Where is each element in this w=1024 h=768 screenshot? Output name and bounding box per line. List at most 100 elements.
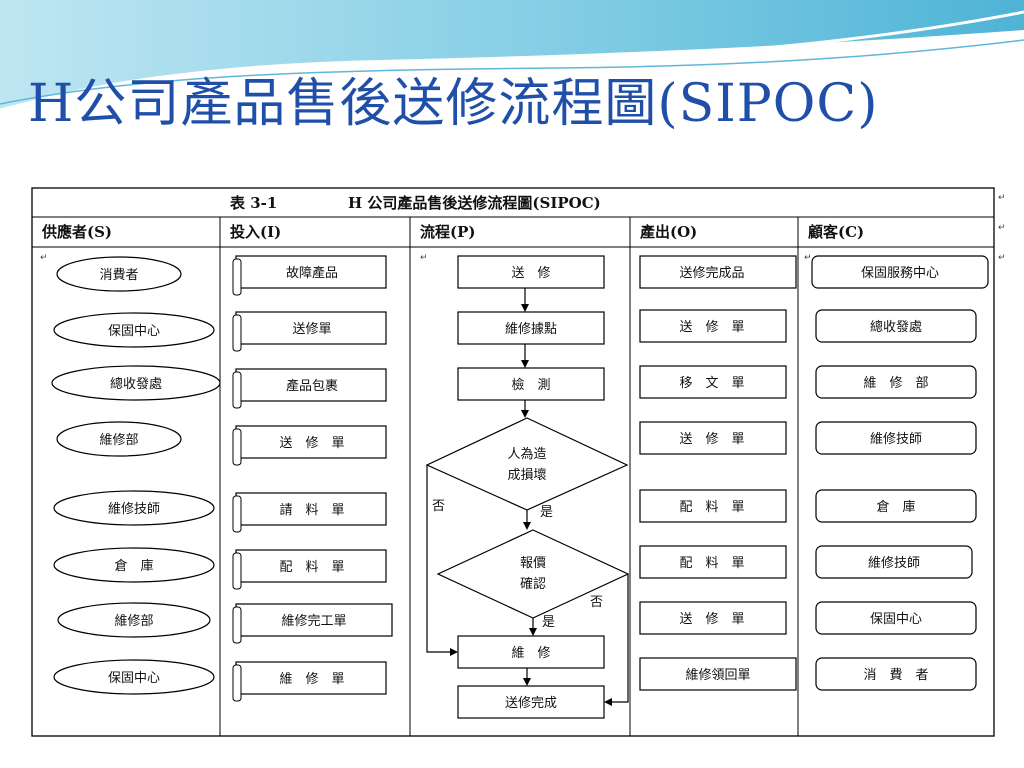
supplier-item: 維修部 xyxy=(57,602,211,638)
customer-item: 保固服務中心 xyxy=(811,255,989,289)
input-item: 維修完工單 xyxy=(232,603,393,644)
svg-text:確認: 確認 xyxy=(520,576,546,592)
return-mark: ↵ xyxy=(804,253,812,263)
svg-text:送修完成品: 送修完成品 xyxy=(679,266,744,281)
header-customers: 顧客(C) xyxy=(808,223,864,241)
slide-header-decoration xyxy=(0,0,1024,112)
process-step: 送 修 xyxy=(457,255,605,289)
svg-text:維修技師: 維修技師 xyxy=(870,432,922,447)
supplier-item: 總收發處 xyxy=(51,365,221,401)
output-item: 配 料 單 xyxy=(639,489,787,523)
svg-text:送 修 單: 送 修 單 xyxy=(679,612,744,627)
svg-text:成損壞: 成損壞 xyxy=(507,468,546,483)
header-outputs: 產出(O) xyxy=(639,223,697,241)
header-inputs: 投入(I) xyxy=(230,223,281,241)
svg-text:送 修 單: 送 修 單 xyxy=(679,320,744,335)
supplier-item: 倉 庫 xyxy=(53,547,215,583)
svg-text:維修完工單: 維修完工單 xyxy=(281,614,346,629)
supplier-item: 保固中心 xyxy=(53,312,215,348)
input-item: 故障產品 xyxy=(232,255,387,296)
svg-text:消費者: 消費者 xyxy=(99,268,138,283)
header-suppliers: 供應者(S) xyxy=(41,223,112,241)
supplier-item: 維修技師 xyxy=(53,490,215,526)
decision-quote-no: 否 xyxy=(590,595,603,610)
svg-text:維 修 單: 維 修 單 xyxy=(279,672,344,687)
svg-text:維修技師: 維修技師 xyxy=(108,502,160,517)
svg-text:報價: 報價 xyxy=(520,556,546,571)
return-mark: ↵ xyxy=(998,193,1006,203)
output-item: 維修領回單 xyxy=(639,657,797,691)
process-step: 維修據點 xyxy=(457,311,605,345)
svg-text:維 修: 維 修 xyxy=(511,646,550,661)
svg-text:維修據點: 維修據點 xyxy=(505,322,557,337)
customer-item: 倉 庫 xyxy=(815,489,977,523)
return-mark: ↵ xyxy=(998,223,1006,233)
output-item: 送修完成品 xyxy=(639,255,797,289)
svg-text:保固服務中心: 保固服務中心 xyxy=(861,266,939,281)
return-mark: ↵ xyxy=(40,253,48,263)
slide-title: H公司產品售後送修流程圖(SIPOC) xyxy=(28,74,879,134)
svg-text:總收發處: 總收發處 xyxy=(110,376,162,392)
svg-text:移 文 單: 移 文 單 xyxy=(679,376,744,391)
output-item: 移 文 單 xyxy=(639,365,787,399)
customer-item: 維修技師 xyxy=(815,421,977,455)
svg-text:檢 測: 檢 測 xyxy=(511,377,550,393)
output-item: 送 修 單 xyxy=(639,309,787,343)
svg-text:倉 庫: 倉 庫 xyxy=(114,559,153,574)
svg-text:送修單: 送修單 xyxy=(292,322,331,337)
svg-text:人為造: 人為造 xyxy=(507,446,546,462)
supplier-item: 維修部 xyxy=(56,421,182,457)
svg-text:配 料 單: 配 料 單 xyxy=(679,500,744,515)
svg-text:倉 庫: 倉 庫 xyxy=(876,500,915,515)
return-mark: ↵ xyxy=(420,253,428,263)
svg-text:配 料 單: 配 料 單 xyxy=(279,560,344,575)
svg-text:請 料 單: 請 料 單 xyxy=(279,503,344,518)
process-step: 檢 測 xyxy=(457,367,605,401)
svg-text:維修領回單: 維修領回單 xyxy=(685,667,750,683)
supplier-item: 消費者 xyxy=(56,256,182,292)
decision-quote: 報價 確認 xyxy=(436,529,630,619)
decision-damage-yes: 是 xyxy=(540,505,553,520)
output-item: 配 料 單 xyxy=(639,545,787,579)
table-caption-number: 表 3-1 xyxy=(230,194,277,212)
svg-text:保固中心: 保固中心 xyxy=(870,612,922,627)
customer-item: 維 修 部 xyxy=(815,365,977,399)
svg-text:維修部: 維修部 xyxy=(99,433,138,448)
svg-text:保固中心: 保固中心 xyxy=(108,671,160,686)
svg-text:配 料 單: 配 料 單 xyxy=(679,556,744,571)
input-item: 維 修 單 xyxy=(232,661,387,702)
customer-item: 消 費 者 xyxy=(815,657,977,691)
customer-item: 維修技師 xyxy=(815,545,973,579)
svg-text:產品包裹: 產品包裹 xyxy=(286,378,338,394)
table-caption-title: H 公司產品售後送修流程圖(SIPOC) xyxy=(348,194,601,212)
input-item: 送修單 xyxy=(232,311,387,352)
output-item: 送 修 單 xyxy=(639,601,787,635)
flow-arrow-no-damage xyxy=(426,465,458,656)
svg-text:維 修 部: 維 修 部 xyxy=(863,376,928,391)
svg-text:保固中心: 保固中心 xyxy=(108,324,160,339)
svg-text:送 修: 送 修 xyxy=(511,266,550,281)
input-item: 送 修 單 xyxy=(232,425,387,466)
customer-item: 總收發處 xyxy=(815,309,977,343)
input-item: 產品包裹 xyxy=(232,368,387,409)
decision-damage-no: 否 xyxy=(432,499,445,514)
svg-text:送修完成: 送修完成 xyxy=(505,696,557,711)
process-repair: 維 修 xyxy=(457,635,605,669)
flow-arrow-no-quote xyxy=(604,574,629,706)
process-done: 送修完成 xyxy=(457,685,605,719)
svg-text:故障產品: 故障產品 xyxy=(286,265,338,281)
svg-text:送 修 單: 送 修 單 xyxy=(279,436,344,451)
input-item: 請 料 單 xyxy=(232,492,387,533)
supplier-item: 保固中心 xyxy=(53,659,215,695)
svg-text:消 費 者: 消 費 者 xyxy=(863,668,928,683)
decision-quote-yes: 是 xyxy=(542,615,555,630)
svg-text:維修技師: 維修技師 xyxy=(868,556,920,571)
svg-text:送 修 單: 送 修 單 xyxy=(679,432,744,447)
customer-item: 保固中心 xyxy=(815,601,977,635)
output-item: 送 修 單 xyxy=(639,421,787,455)
return-mark: ↵ xyxy=(998,253,1006,263)
svg-text:總收發處: 總收發處 xyxy=(870,319,922,335)
header-process: 流程(P) xyxy=(420,223,475,241)
input-item: 配 料 單 xyxy=(232,549,387,590)
